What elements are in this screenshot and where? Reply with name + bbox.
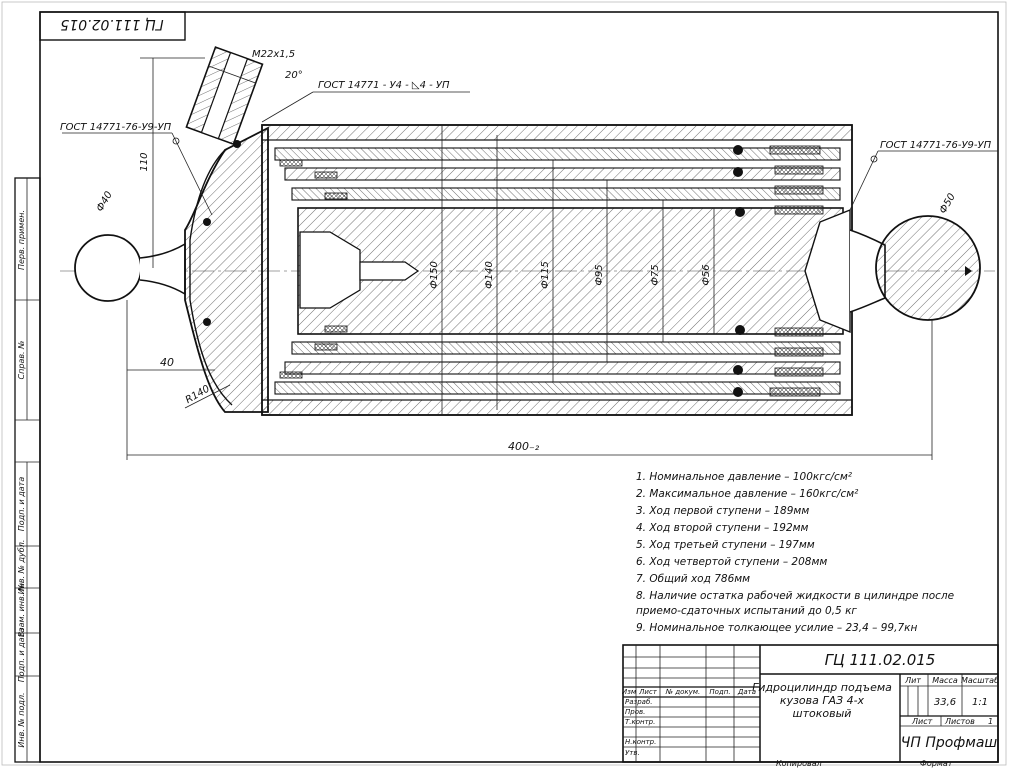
note-line: 6. Ход четвертой ступени – 208мм [636, 556, 827, 568]
note-line: приемо-сдаточных испытаний до 0,5 кг [636, 605, 857, 617]
header-masshtab: Масштаб [961, 676, 999, 685]
sheet-label: Лист [911, 717, 933, 726]
cylinder-drawing [60, 46, 998, 460]
stamp-inv-podl: Инв. № подл. [17, 692, 26, 747]
header-data: Дата [737, 688, 756, 696]
note-line: 2. Максимальное давление – 160кгс/см² [636, 488, 859, 500]
product-name-line: штоковый [793, 707, 852, 720]
stamp-vzam-inv: Взам. инв. № [17, 583, 26, 637]
role-label: Пров. [625, 708, 645, 716]
sheets-count: 1 [988, 717, 993, 726]
company-name: ЧП Профмаш [901, 735, 998, 751]
dim-offset-40: 40 [160, 356, 174, 369]
role-label: Т.контр. [625, 718, 655, 726]
stamp-inv-dubl: Инв. № дубл. [17, 540, 26, 595]
dim-height-110: 110 [139, 152, 150, 171]
note-line: 5. Ход третьей ступени – 197мм [636, 539, 815, 551]
note-line: 4. Ход второй ступени – 192мм [636, 522, 809, 534]
header-massa: Масса [932, 676, 958, 685]
role-label: Разраб. [625, 698, 653, 706]
header-doc: № докум. [665, 688, 701, 696]
weld-callout-left: ГОСТ 14771-76-У9-УП [60, 122, 172, 133]
dim-dia-115: Ф115 [540, 261, 551, 289]
note-line: 8. Наличие остатка рабочей жидкости в ци… [636, 590, 954, 602]
product-name-line: кузова ГАЗ 4-х [780, 694, 865, 707]
drawing-number: ГЦ 111.02.015 [825, 651, 936, 669]
header-izm: Изм [622, 688, 637, 696]
footer-kopiroval: Копировал [776, 759, 822, 768]
role-label: Н.контр. [625, 738, 656, 746]
dim-angle: 20° [285, 70, 303, 81]
header-list: Лист [638, 688, 658, 696]
header-podp: Подп. [709, 688, 730, 696]
technical-notes: 1. Номинальное давление – 100кгс/см² 2. … [636, 471, 954, 634]
side-stamp-column: Перв. примен. Справ. № Подп. и дата Инв.… [14, 177, 41, 763]
product-name-line: Гидроцилиндр подъема [752, 681, 892, 694]
rotated-number-box: ГЦ 111.02.015 [39, 11, 186, 41]
rotated-drawing-number: ГЦ 111.02.015 [60, 16, 163, 32]
note-line: 1. Номинальное давление – 100кгс/см² [636, 471, 853, 483]
note-line: 3. Ход первой ступени – 189мм [636, 505, 809, 517]
dim-overall-length: 400₋₂ [508, 440, 540, 453]
dim-dia-150: Ф150 [429, 261, 440, 289]
role-label: Утв. [625, 749, 640, 757]
footer-format: Формат [920, 759, 953, 768]
stamp-podp-data-2: Подп. и дата [17, 628, 26, 683]
left-sphere [74, 234, 142, 302]
header-lit: Лит [904, 676, 921, 685]
dim-dia-56: Ф56 [701, 264, 712, 285]
dim-right-sphere: Ф50 [938, 192, 958, 216]
dim-left-sphere: Ф40 [95, 190, 115, 214]
dim-thread: М22х1,5 [252, 49, 295, 60]
stamp-podp-data-1: Подп. и дата [17, 477, 26, 532]
note-line: 7. Общий ход 786мм [636, 573, 750, 585]
stamp-perv-primen: Перв. примен. [17, 210, 26, 270]
mass-value: 33,6 [934, 697, 956, 708]
weld-callout-right: ГОСТ 14771-76-У9-УП [880, 140, 992, 151]
scale-value: 1:1 [972, 697, 988, 708]
bottom-body [184, 126, 269, 413]
note-line: 9. Номинальное толкающее усилие – 23,4 –… [636, 622, 917, 634]
dim-dia-140: Ф140 [484, 261, 495, 289]
dim-radius: R140 [184, 384, 212, 407]
weld-callout-top: ГОСТ 14771 - У4 - ◺4 - УП [318, 80, 450, 91]
title-block: ГЦ 111.02.015 Гидроцилиндр подъема кузов… [622, 644, 999, 763]
right-sphere [875, 215, 981, 321]
dim-dia-95: Ф95 [594, 264, 605, 285]
seals-left [279, 159, 348, 379]
inlet-fitting [185, 46, 264, 146]
dim-dia-75: Ф75 [650, 264, 661, 285]
stamp-sprav: Справ. № [17, 341, 26, 380]
sheets-label: Листов [944, 717, 975, 726]
seals-right [733, 145, 824, 397]
